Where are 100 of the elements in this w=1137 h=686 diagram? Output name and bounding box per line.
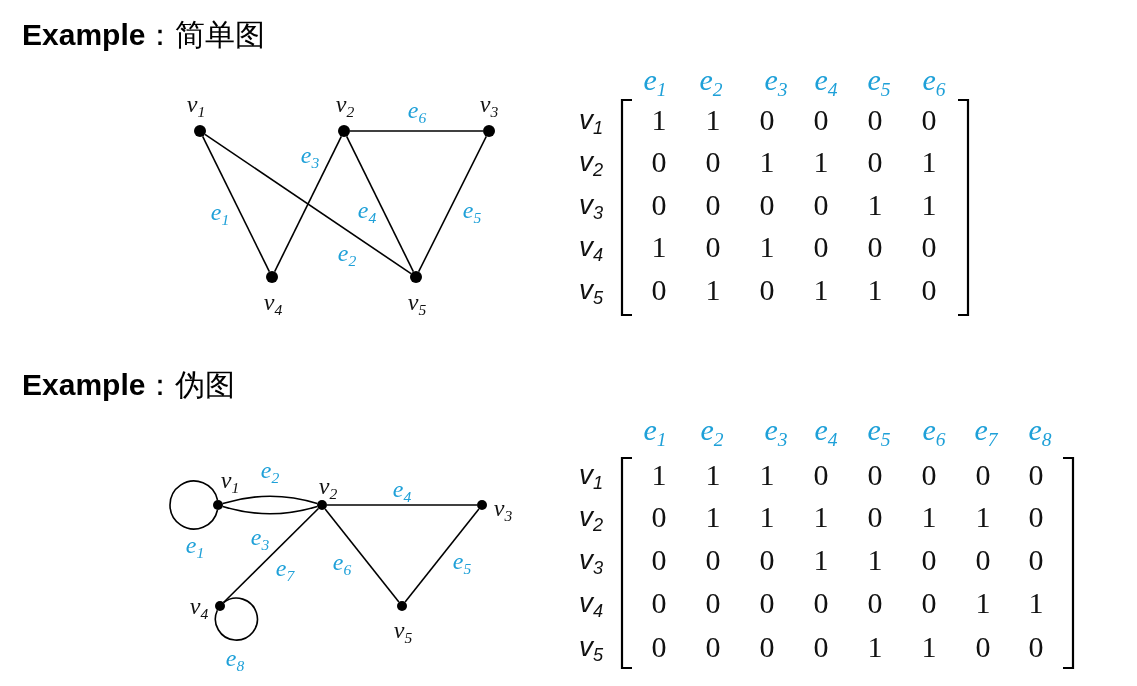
column-label: e$_{3}$ [764,65,788,95]
matrix-cell: 1 [921,147,937,177]
column-label: e$_{2}$ [699,65,723,95]
matrix-cell: 0 [651,588,667,618]
matrix-cell: 0 [1028,545,1044,575]
vertex-label: v$_{3}$ [479,92,499,116]
matrix-cell: 0 [921,232,937,262]
vertex-dot [215,601,225,611]
matrix-cell: 1 [813,545,829,575]
matrix-cell: 0 [867,588,883,618]
column-label: e$_{1}$ [643,415,667,445]
matrix-cell: 1 [813,502,829,532]
matrix-cell: 0 [813,632,829,662]
matrix-cell: 0 [975,545,991,575]
edge [417,135,488,273]
matrix-cell: 1 [867,190,883,220]
matrix-cell: 1 [921,632,937,662]
edge [349,130,484,132]
matrix-cell: 0 [705,190,721,220]
vertex-label: v$_{2}$ [335,92,355,116]
vertex-label: v$_{5}$ [393,618,413,642]
edge [326,504,478,506]
matrix-cell: 1 [867,632,883,662]
row-label: v$_{1}$ [578,106,604,134]
column-label: e$_{3}$ [764,415,788,445]
row-label: v$_{2}$ [578,148,604,176]
edge [222,495,319,505]
matrix-cell: 0 [867,232,883,262]
vertex-label: v$_{4}$ [189,594,209,618]
matrix-cell: 0 [759,275,775,305]
matrix-cell: 1 [867,545,883,575]
edge [222,505,319,515]
matrix-cell: 0 [921,460,937,490]
vertex-dot [397,601,407,611]
row-label: v$_{2}$ [578,503,604,531]
edge [404,508,480,603]
matrix-cell: 1 [705,460,721,490]
matrix-cell: 0 [867,460,883,490]
column-label: e$_{4}$ [814,415,838,445]
matrix-cell: 0 [813,105,829,135]
matrix-cell: 1 [975,588,991,618]
edge [201,135,271,273]
matrix-cell: 0 [921,588,937,618]
matrix-cell: 0 [705,545,721,575]
matrix-cell: 0 [651,147,667,177]
matrix-cell: 0 [651,190,667,220]
edge [204,133,412,275]
matrix-cell: 1 [759,502,775,532]
matrix-cell: 0 [759,105,775,135]
vertex-dot [338,125,350,137]
vertex-label: v$_{1}$ [220,468,240,492]
matrix-cell: 0 [651,632,667,662]
matrix-cell: 0 [921,545,937,575]
matrix-cell: 1 [813,275,829,305]
vertex-label: v$_{5}$ [407,290,427,314]
edge [345,135,415,273]
matrix-cell: 0 [1028,502,1044,532]
matrix-cell: 0 [759,190,775,220]
matrix-cell: 0 [1028,460,1044,490]
matrix-cell: 0 [1028,632,1044,662]
matrix-cell: 0 [813,460,829,490]
column-label: e$_{6}$ [922,415,946,445]
matrix-cell: 0 [813,190,829,220]
matrix-cell: 0 [705,632,721,662]
matrix-cell: 1 [705,105,721,135]
edge [169,480,219,530]
edge [222,507,320,604]
vertex-dot [477,500,487,510]
edge [324,508,400,603]
vertex-label: v$_{2}$ [318,474,338,498]
vertex-dot [317,500,327,510]
vertex-dot [194,125,206,137]
column-label: e$_{8}$ [1028,415,1052,445]
vertex-label: v$_{4}$ [263,290,283,314]
matrix-cell: 1 [813,147,829,177]
matrix-cell: 1 [921,190,937,220]
matrix-cell: 1 [651,105,667,135]
matrix-cell: 0 [705,147,721,177]
matrix-cell: 0 [921,105,937,135]
column-label: e$_{5}$ [867,65,891,95]
matrix-cell: 0 [867,105,883,135]
vertex-dot [410,271,422,283]
matrix-cell: 1 [975,502,991,532]
heading: Example：伪图 [22,370,236,400]
vertex-label: v$_{1}$ [186,92,206,116]
matrix-cell: 0 [921,275,937,305]
vertex-dot [213,500,223,510]
column-label: e$_{7}$ [974,415,998,445]
matrix-cell: 1 [651,460,667,490]
matrix-cell: 0 [759,545,775,575]
matrix-cell: 0 [705,588,721,618]
matrix-cell: 1 [1028,588,1044,618]
row-label: v$_{3}$ [578,191,604,219]
column-label: e$_{6}$ [922,65,946,95]
row-label: v$_{4}$ [578,233,604,261]
matrix-cell: 1 [759,147,775,177]
matrix-cell: 0 [759,632,775,662]
matrix-cell: 1 [921,502,937,532]
row-label: v$_{5}$ [578,276,604,304]
heading: Example：简单图 [22,20,266,50]
